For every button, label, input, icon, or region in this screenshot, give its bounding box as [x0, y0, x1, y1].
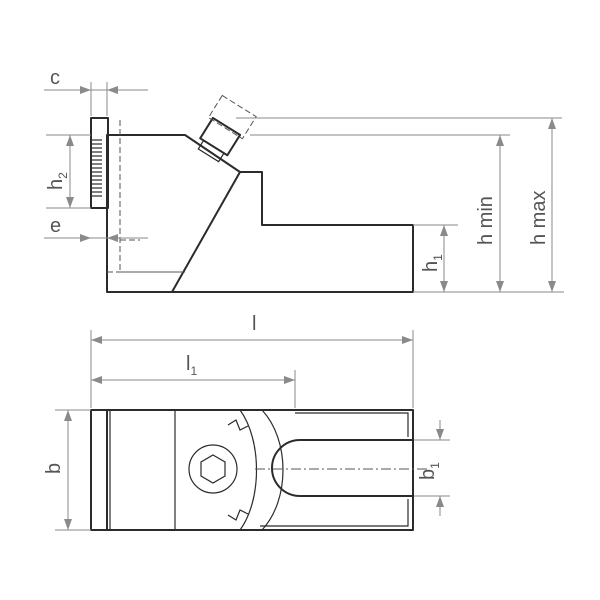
- side-view-screw: [197, 94, 257, 163]
- top-view-screw-circle: [188, 444, 238, 494]
- top-view-inner-outline: [260, 412, 409, 527]
- side-view-body-outline: [106, 134, 414, 293]
- dim-h1: h1: [413, 224, 564, 293]
- label-l: l: [252, 313, 256, 335]
- side-view-jaw-plate: [90, 117, 109, 209]
- dim-e: e: [44, 215, 148, 242]
- label-c: c: [50, 67, 60, 89]
- dim-h-min: h min: [250, 134, 510, 292]
- label-h2: h2: [45, 172, 70, 190]
- side-view-serration: [92, 139, 102, 197]
- dim-c: c: [44, 67, 148, 116]
- label-h1: h1: [420, 254, 445, 272]
- label-l1: l1: [186, 353, 197, 378]
- top-view-outline: [90, 409, 414, 531]
- label-e: e: [50, 215, 61, 237]
- top-view: l l1 b b1: [43, 313, 450, 531]
- label-h-min: h min: [475, 196, 497, 245]
- top-view-slot-outer: [271, 410, 414, 530]
- dim-b: b: [43, 409, 91, 531]
- dim-h2: h2: [45, 134, 91, 209]
- label-h-max: h max: [528, 191, 550, 245]
- side-view: c h2 e h1 h min: [44, 67, 564, 293]
- dim-b1: b1: [414, 420, 450, 516]
- hex-socket-icon: [200, 454, 226, 484]
- top-view-teeth: [227, 419, 249, 521]
- dim-l: l: [90, 313, 414, 408]
- label-b: b: [43, 463, 65, 474]
- side-view-hidden-lines: [107, 120, 186, 273]
- dim-l1: l1: [91, 353, 296, 408]
- side-view-slope-line: [171, 171, 241, 293]
- dim-h-max: h max: [236, 117, 562, 292]
- top-view-u-groove: [239, 409, 284, 531]
- label-b1: b1: [417, 462, 442, 480]
